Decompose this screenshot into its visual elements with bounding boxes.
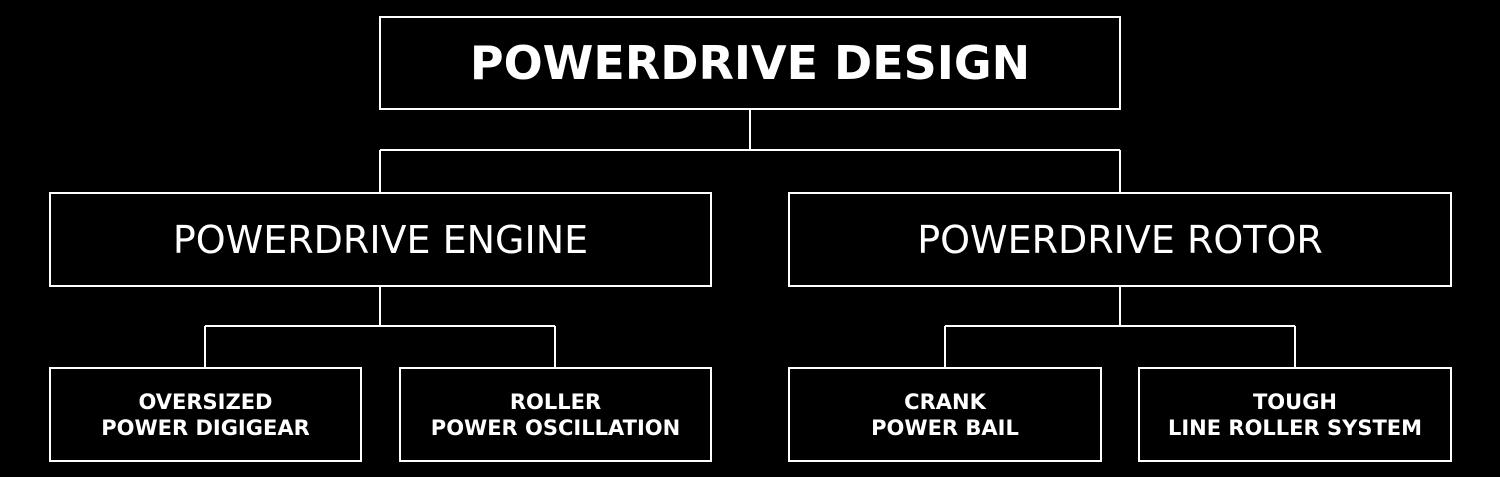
root-label: POWERDRIVE DESIGN [469,36,1031,90]
engine-label: POWERDRIVE ENGINE [172,217,589,262]
leaf-line: OVERSIZED [138,389,273,414]
leaf-line: POWER OSCILLATION [430,415,681,440]
rotor-node: POWERDRIVE ROTOR [788,192,1452,287]
rotor-label: POWERDRIVE ROTOR [917,217,1323,262]
leaf-line: TOUGH [1252,389,1338,414]
engine-node: POWERDRIVE ENGINE [49,192,712,287]
root-node: POWERDRIVE DESIGN [379,16,1121,110]
leaf-line: POWER DIGIGEAR [101,415,310,440]
leaf-line: ROLLER [509,389,602,414]
leaf-line: POWER BAIL [871,415,1019,440]
leaf-line: CRANK [904,389,986,414]
leaf-line: LINE ROLLER SYSTEM [1167,415,1423,440]
